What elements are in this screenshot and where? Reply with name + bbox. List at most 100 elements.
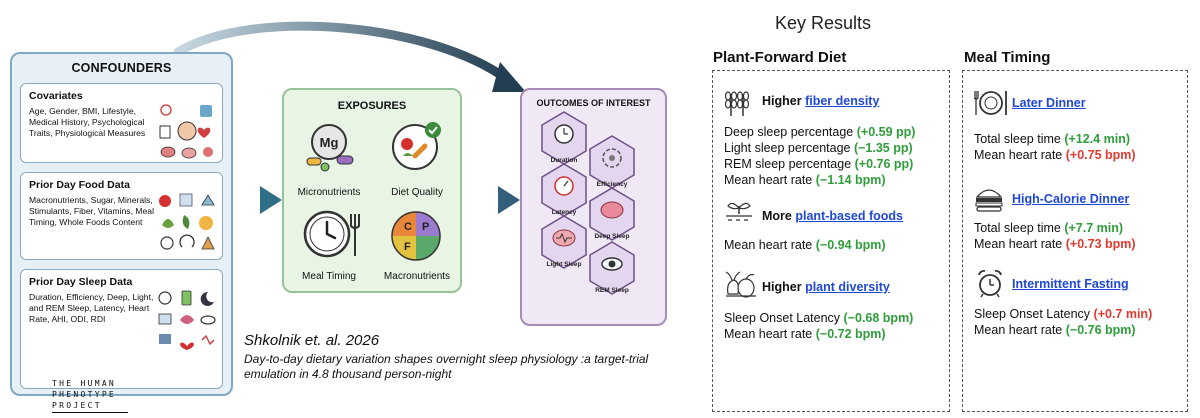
alarm-clock-icon [978, 270, 1002, 298]
macro-f: F [404, 241, 411, 253]
meal-timing-box [962, 70, 1188, 412]
diet-quality-icon [392, 122, 441, 170]
macro-c: C [404, 221, 412, 233]
plant-forward-box [712, 70, 950, 412]
outcome-hexagons [541, 111, 635, 295]
result-light-sleep: Light sleep percentage (−1.35 pp) [724, 141, 913, 156]
arrow-expo-to-outc-head [498, 186, 520, 214]
plant-based-link[interactable]: plant-based foods [795, 209, 904, 223]
sprout-icon [726, 202, 752, 221]
arrow-conf-to-expo-head [260, 186, 282, 214]
prior-day-sleep-title: Prior Day Sleep Data [29, 276, 133, 288]
result-label: Sleep Onset Latency [974, 307, 1091, 321]
result-heart-rate: Mean heart rate (−0.76 bpm) [974, 323, 1136, 338]
outcome-duration: Duration [550, 157, 578, 164]
plant-forward-title: Plant-Forward Diet [713, 49, 847, 66]
result-value: (−0.94 bpm) [815, 238, 886, 252]
outcome-latency: Latency [551, 209, 577, 216]
plant-based-prefix: More [762, 209, 792, 223]
plant-diversity-link[interactable]: plant diversity [805, 280, 890, 294]
vegetables-icon [725, 271, 756, 298]
result-label: REM sleep percentage [724, 157, 852, 171]
fiber-density-feature: Higher fiber density [762, 94, 879, 108]
intermittent-fasting-link[interactable]: Intermittent Fasting [1012, 277, 1129, 291]
later-dinner-feature: Later Dinner [1012, 96, 1086, 110]
confounders-title: CONFOUNDERS [71, 61, 172, 75]
result-value: (−0.72 bpm) [815, 327, 886, 341]
flow-arrows [173, 21, 526, 214]
result-deep-sleep: Deep sleep percentage (+0.59 pp) [724, 125, 915, 140]
meal-timing-label: Meal Timing [302, 271, 356, 282]
result-value: (+12.4 min) [1064, 132, 1130, 146]
prior-day-food-body: Macronutrients, Sugar, Minerals, Stimula… [29, 195, 154, 227]
result-label: Mean heart rate [974, 148, 1063, 162]
micronutrients-icon: Mg [306, 124, 354, 172]
burger-icon [975, 189, 1003, 212]
result-value: (+0.76 pp) [854, 157, 914, 171]
high-calorie-feature: High-Calorie Dinner [1012, 192, 1129, 206]
prior-day-food-title: Prior Day Food Data [29, 179, 130, 191]
diet-quality-label: Diet Quality [391, 187, 443, 198]
macronutrients-icon: C P F [391, 211, 441, 261]
intermittent-fasting-feature: Intermittent Fasting [1012, 277, 1129, 291]
result-value: (−0.76 bpm) [1065, 323, 1136, 337]
citation-author: Shkolnik et. al. 2026 [244, 332, 380, 349]
result-total-sleep-time: Total sleep time (+12.4 min) [974, 132, 1130, 147]
outcomes-panel: OUTCOMES OF INTEREST Duration Efficiency… [520, 88, 667, 326]
result-label: Light sleep percentage [724, 141, 851, 155]
result-heart-rate: Mean heart rate (−0.72 bpm) [724, 327, 886, 342]
key-results-title: Key Results [774, 13, 872, 33]
outcomes-title: OUTCOMES OF INTEREST [536, 98, 651, 108]
result-value: (+0.75 bpm) [1065, 148, 1136, 162]
macro-p: P [422, 221, 429, 233]
high-calorie-link[interactable]: High-Calorie Dinner [1012, 192, 1130, 206]
result-label: Mean heart rate [724, 173, 813, 187]
meal-timing-title: Meal Timing [964, 49, 1051, 66]
confounders-panel: CONFOUNDERS Covariates Age, Gender, BMI,… [10, 52, 233, 396]
plate-icon [974, 91, 1007, 115]
result-value: (−1.35 pp) [853, 141, 913, 155]
result-value: (+0.73 bpm) [1065, 237, 1136, 251]
result-sleep-onset-latency: Sleep Onset Latency (−0.68 bpm) [724, 311, 913, 326]
mg-symbol: Mg [320, 135, 339, 150]
covariates-title: Covariates [29, 90, 83, 102]
curved-arrow-head [492, 62, 526, 92]
prior-day-sleep-body: Duration, Efficiency, Deep, Light, and R… [29, 292, 154, 324]
outcome-efficiency: Efficiency [596, 181, 628, 188]
logo-line2: PHENOTYPE [52, 390, 117, 399]
result-label: Mean heart rate [724, 327, 813, 341]
result-total-sleep-time: Total sleep time (+7.7 min) [974, 221, 1123, 236]
result-heart-rate: Mean heart rate (+0.73 bpm) [974, 237, 1136, 252]
result-heart-rate: Mean heart rate (−0.94 bpm) [724, 238, 886, 253]
wheat-icon [724, 91, 750, 116]
result-rem-sleep: REM sleep percentage (+0.76 pp) [724, 157, 913, 172]
exposures-title: EXPOSURES [337, 100, 407, 112]
result-value: (+0.59 pp) [856, 125, 916, 139]
result-label: Mean heart rate [974, 237, 1063, 251]
outcome-light-sleep: Light Sleep [546, 261, 582, 268]
result-label: Mean heart rate [724, 238, 813, 252]
logo-line3: PROJECT [52, 401, 102, 410]
result-sleep-onset-latency: Sleep Onset Latency (+0.7 min) [974, 307, 1152, 322]
result-label: Mean heart rate [974, 323, 1063, 337]
plant-based-feature: More plant-based foods [762, 209, 903, 223]
result-heart-rate: Mean heart rate (−1.14 bpm) [724, 173, 886, 188]
result-label: Total sleep time [974, 221, 1061, 235]
logo-line1: THE HUMAN [52, 379, 117, 388]
citation-title-line2: emulation in 4.8 thousand person-night [244, 367, 452, 381]
meal-timing-icon [303, 210, 360, 258]
outcome-rem-sleep: REM Sleep [595, 287, 629, 294]
fiber-density-link[interactable]: fiber density [805, 94, 880, 108]
result-heart-rate: Mean heart rate (+0.75 bpm) [974, 148, 1136, 163]
covariates-box: Covariates Age, Gender, BMI, Lifestyle, … [20, 83, 223, 163]
fiber-density-prefix: Higher [762, 94, 802, 108]
prior-day-food-box: Prior Day Food Data Macronutrients, Suga… [20, 172, 223, 260]
result-value: (−1.14 bpm) [815, 173, 886, 187]
plant-diversity-feature: Higher plant diversity [762, 280, 890, 294]
outcome-deep-sleep: Deep Sleep [594, 233, 630, 240]
result-value: (+0.7 min) [1093, 307, 1153, 321]
exposures-panel: EXPOSURES Mg Micronutrients Diet Quality… [282, 88, 462, 293]
later-dinner-link[interactable]: Later Dinner [1012, 96, 1086, 110]
covariates-body: Age, Gender, BMI, Lifestyle, Medical His… [29, 106, 146, 138]
sleep-icons [158, 290, 216, 350]
